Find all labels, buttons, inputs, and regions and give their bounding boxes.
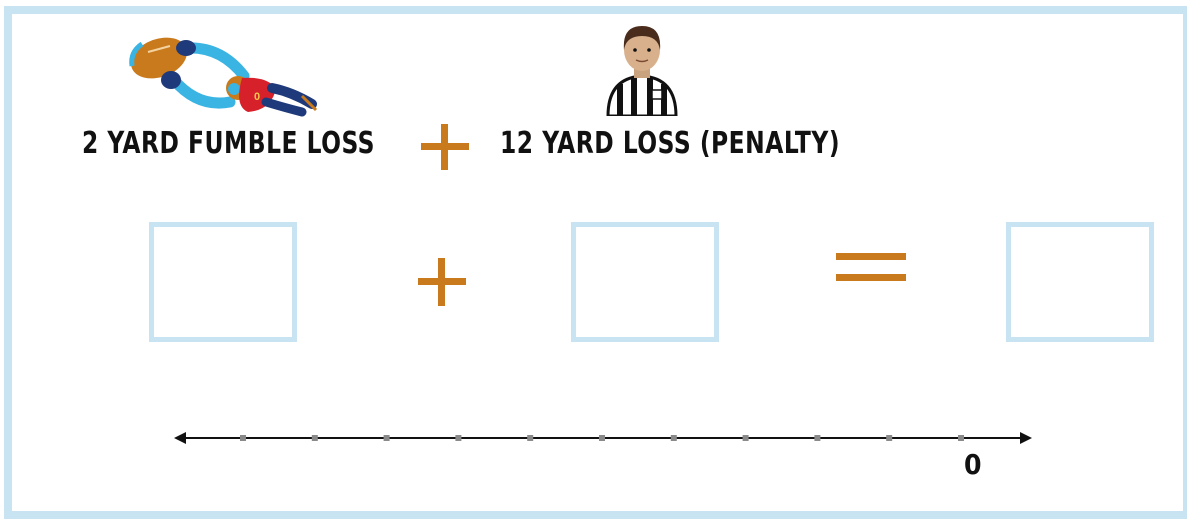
- referee-icon: [604, 20, 680, 116]
- number-line-tick: [743, 435, 749, 441]
- number-line-tick: [958, 435, 964, 441]
- answer-box-sum[interactable]: [1006, 222, 1154, 342]
- number-line-tick: [671, 435, 677, 441]
- penalty-loss-label: 12 YARD LOSS (PENALTY): [500, 126, 840, 161]
- number-line: [174, 426, 1034, 450]
- answer-box-second-addend[interactable]: [571, 222, 719, 342]
- number-line-zero-label: 0: [964, 448, 982, 481]
- fumble-loss-label: 2 YARD FUMBLE LOSS: [82, 126, 375, 161]
- equals-sign: [836, 253, 906, 283]
- left-arrow-icon: [174, 432, 186, 444]
- number-line-tick: [814, 435, 820, 441]
- number-line-tick: [312, 435, 318, 441]
- number-line-tick: [240, 435, 246, 441]
- svg-text:0: 0: [254, 91, 260, 103]
- football-player-icon: 0: [126, 36, 318, 118]
- number-line-tick: [886, 435, 892, 441]
- right-arrow-icon: [1020, 432, 1032, 444]
- plus-sign-top: [421, 124, 469, 170]
- number-line-tick: [384, 435, 390, 441]
- number-line-tick: [527, 435, 533, 441]
- answer-box-first-addend[interactable]: [149, 222, 297, 342]
- plus-sign: [418, 258, 466, 306]
- number-line-tick: [455, 435, 461, 441]
- number-line-tick: [599, 435, 605, 441]
